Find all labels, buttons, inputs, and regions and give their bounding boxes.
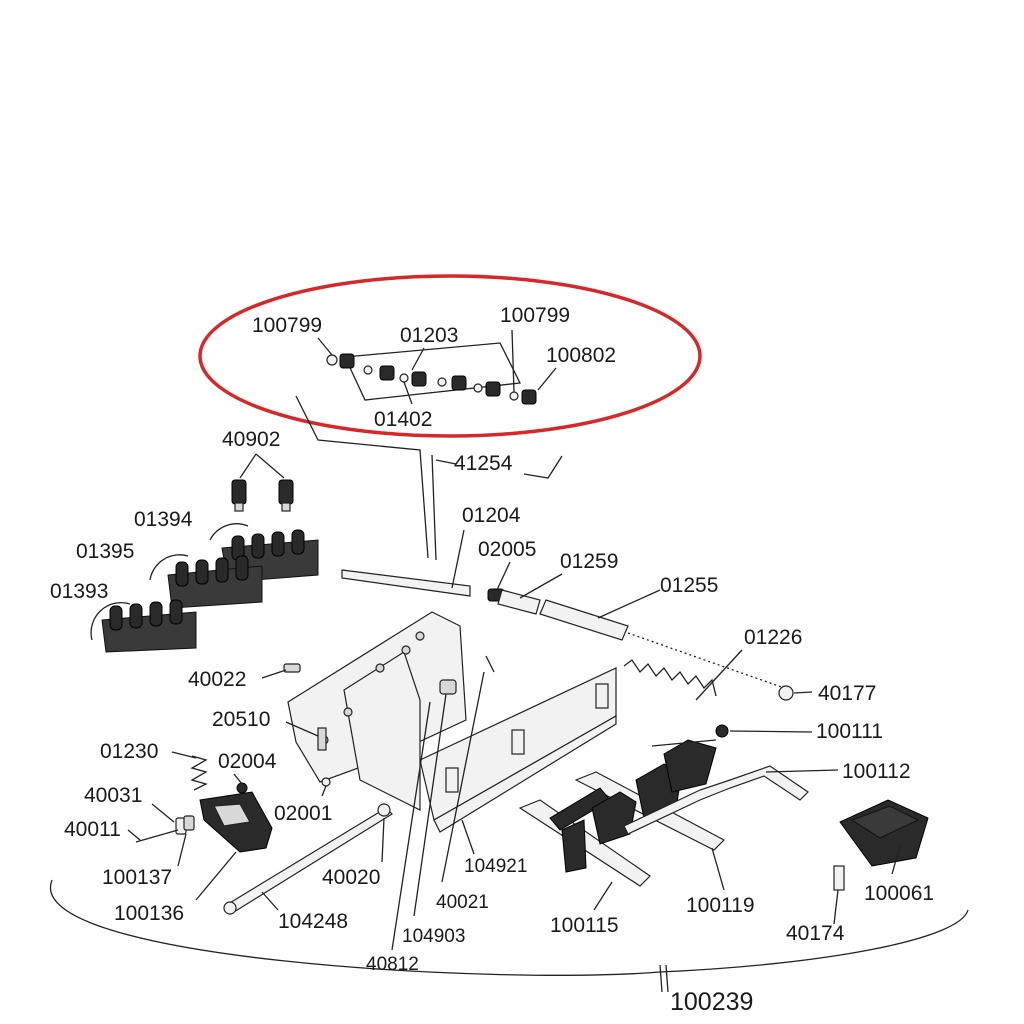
eyebolt-40177 <box>778 685 794 701</box>
pedal-pad-100061 <box>839 799 929 867</box>
label-41254: 41254 <box>454 452 513 475</box>
label-01203: 01203 <box>400 324 458 347</box>
bolt-40022 <box>283 663 301 673</box>
pedal-block-01395 <box>167 555 263 609</box>
label-100119: 100119 <box>686 894 755 917</box>
nut-02004 <box>236 782 248 794</box>
bolt-40011 <box>135 829 179 843</box>
base-outline-arc <box>49 879 969 976</box>
label-104903: 104903 <box>402 926 465 947</box>
rod-41254 <box>295 395 429 559</box>
chain-assembly <box>326 342 537 405</box>
bolt-40174 <box>833 865 845 891</box>
tube-01259 <box>497 589 541 615</box>
label-01395: 01395 <box>76 540 134 563</box>
label-104248: 104248 <box>278 910 348 933</box>
label-100115: 100115 <box>550 914 619 937</box>
pins-40902 <box>231 479 294 512</box>
label-01402: 01402 <box>374 408 432 431</box>
label-01255: 01255 <box>660 574 718 597</box>
pedal-block-01393 <box>101 599 197 653</box>
label-02004: 02004 <box>218 750 277 773</box>
label-20510: 20510 <box>212 708 270 731</box>
pin-104903 <box>439 679 457 695</box>
label-40031: 40031 <box>84 784 142 807</box>
base-break-mark-2 <box>665 964 669 993</box>
label-100239: 100239 <box>670 988 753 1016</box>
label-40021: 40021 <box>436 892 489 913</box>
label-100112: 100112 <box>842 760 911 783</box>
label-01259: 01259 <box>560 550 618 573</box>
leader-lines <box>127 329 901 951</box>
base-break-mark-1 <box>659 964 663 993</box>
label-02001: 02001 <box>274 802 332 825</box>
label-100799-left: 100799 <box>252 314 322 337</box>
label-01230: 01230 <box>100 740 158 763</box>
label-100799-right: 100799 <box>500 304 570 327</box>
label-100061: 100061 <box>864 882 934 905</box>
bolt-20510 <box>317 727 327 751</box>
label-40812: 40812 <box>366 954 419 975</box>
label-100111: 100111 <box>816 720 883 743</box>
shaft-100112 <box>623 765 809 835</box>
label-40902: 40902 <box>222 428 280 451</box>
label-40020: 40020 <box>322 866 380 889</box>
shaft-01204 <box>341 569 471 597</box>
label-100802: 100802 <box>546 344 616 367</box>
label-02005: 02005 <box>478 538 536 561</box>
label-01393: 01393 <box>50 580 108 603</box>
label-01226: 01226 <box>744 626 802 649</box>
spring-01226 <box>623 659 717 697</box>
spring-01230 <box>190 755 208 791</box>
spacer-100137 <box>183 815 195 831</box>
label-40022: 40022 <box>188 668 246 691</box>
part-labels: 100799 01203 100799 100802 01402 40902 4… <box>50 304 934 1016</box>
label-40011: 40011 <box>64 818 121 841</box>
label-104921: 104921 <box>464 856 527 877</box>
block-100136 <box>199 791 273 853</box>
washer-02001 <box>321 777 331 787</box>
eyebolt-40020 <box>377 803 391 817</box>
frame-plate <box>287 611 467 811</box>
label-40177: 40177 <box>818 682 876 705</box>
nut-100111 <box>715 724 729 738</box>
label-01394: 01394 <box>134 508 193 531</box>
sleeve-01255 <box>539 599 629 641</box>
label-100137: 100137 <box>102 866 172 889</box>
base-frame-104921 <box>419 667 617 833</box>
label-01204: 01204 <box>462 504 521 527</box>
rack-100115 <box>518 739 725 887</box>
label-100136: 100136 <box>114 902 184 925</box>
highlight-ellipse <box>198 274 702 438</box>
label-40174: 40174 <box>786 922 845 945</box>
